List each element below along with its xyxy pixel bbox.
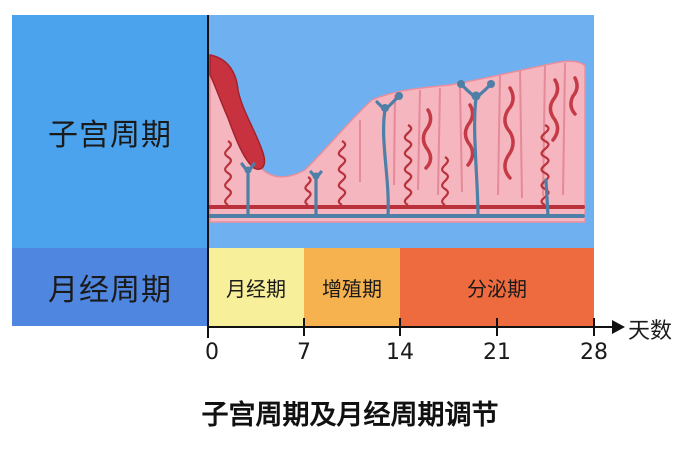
menstrual-shedding bbox=[209, 54, 266, 170]
time-axis-arrow bbox=[612, 320, 625, 334]
phase-proliferative: 增殖期 bbox=[304, 248, 400, 326]
tick-label-28: 28 bbox=[580, 340, 608, 365]
axis-ticks bbox=[303, 318, 595, 336]
axis-unit-label: 天数 bbox=[628, 319, 673, 344]
uterine-cycle-label: 子宫周期 bbox=[48, 117, 172, 153]
basal-vessels bbox=[208, 205, 585, 218]
menstrual-cycle-label-panel: 月经周期 bbox=[12, 248, 208, 326]
phase-secretory-label: 分泌期 bbox=[467, 276, 527, 301]
gland-duct-tips bbox=[244, 80, 495, 180]
phase-menstrual: 月经期 bbox=[208, 248, 304, 326]
tick-label-7: 7 bbox=[297, 340, 311, 365]
uterine-cycle-label-panel: 子宫周期 bbox=[12, 15, 208, 248]
endometrium-tissue bbox=[209, 60, 586, 223]
menstrual-cycle-label: 月经周期 bbox=[48, 273, 172, 308]
phase-menstrual-label: 月经期 bbox=[226, 276, 286, 301]
tick-label-0: 0 bbox=[205, 340, 219, 365]
phase-secretory: 分泌期 bbox=[400, 248, 594, 326]
endometrium-folds bbox=[359, 62, 566, 199]
figure-title: 子宫周期及月经周期调节 bbox=[201, 400, 499, 431]
phase-proliferative-label: 增殖期 bbox=[322, 276, 382, 301]
tick-label-14: 14 bbox=[386, 340, 414, 365]
secretory-glands bbox=[421, 76, 579, 180]
tick-label-21: 21 bbox=[483, 340, 511, 365]
